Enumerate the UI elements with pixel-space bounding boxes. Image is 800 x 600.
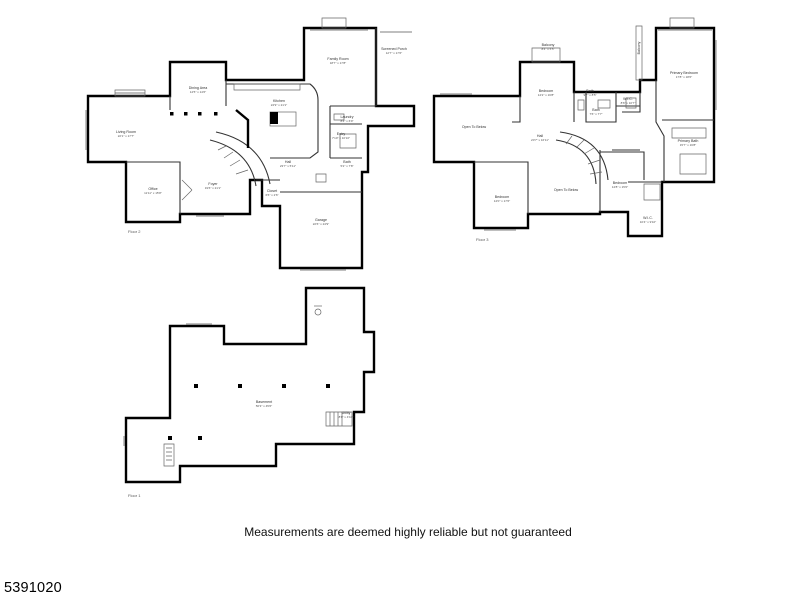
room-label: Hall (537, 134, 543, 138)
room-dims: 14'0" x 17'6" (494, 199, 510, 203)
room-dims: 22'1" x 17'7" (118, 134, 134, 138)
room-label: Dining Area (189, 86, 208, 90)
floor-label: Floor 3 (476, 237, 489, 242)
room-label: Kitchen (273, 99, 285, 103)
room-label: Open To Below (554, 188, 579, 192)
room-dims: 14'2" x 16'8" (538, 93, 554, 97)
room-label: W.I.C. (623, 97, 633, 101)
room-dims: 8'4" x 6'9" (340, 119, 353, 123)
room-dims: 7'6" x 7'7" (589, 112, 602, 116)
floor-label: Floor 2 (128, 229, 141, 234)
room-dims: 20'7" x 16'11" (531, 138, 549, 142)
room-label: Screened Porch (381, 47, 407, 51)
room-label: Bath (343, 160, 350, 164)
room-dims: 17'8" x 18'6" (676, 75, 692, 79)
room-dims: 9'7" x 8'5" (583, 93, 596, 97)
room-dims: 14'8" x 15'0" (612, 185, 628, 189)
room-label: Family Room (327, 57, 348, 61)
room-label: Closet (267, 189, 277, 193)
listing-number: 5391020 (4, 580, 62, 596)
room-label: Hall (285, 160, 291, 164)
room-label: Foyer (208, 182, 218, 186)
room-dims: 7'10" x 10'10" (332, 136, 350, 140)
room-dims: 56'3" x 45'6" (256, 404, 272, 408)
room-dims: 23'7" x 5'11" (280, 164, 296, 168)
floor-label: Floor 1 (128, 493, 141, 498)
room-label: Balcony (542, 43, 555, 47)
room-label: Balcony (637, 41, 641, 54)
room-label: Living Room (116, 130, 136, 134)
room-dims: 8'4" x 5'5" (541, 47, 554, 51)
room-label: Bedroom (495, 195, 510, 199)
room-dims: 10'4" x 9'10" (640, 220, 656, 224)
room-label: Bath (586, 89, 593, 93)
room-label: Bedroom (613, 181, 628, 185)
room-label: Office (148, 187, 157, 191)
floor-plan-floor-3: Balcony 8'4" x 5'5" Bedroom 14'2" x 16'8… (432, 17, 717, 242)
room-dims: 14'5" x 14'6" (190, 90, 206, 94)
room-dims: 12'7" x 17'6" (386, 51, 402, 55)
room-dims: 15'7" x 16'8" (680, 143, 696, 147)
room-dims: 8'6" x 10'7" (621, 101, 636, 105)
room-label: Utility (342, 411, 351, 415)
room-label: Bedroom (539, 89, 554, 93)
room-label: Laundry (341, 115, 354, 119)
room-label: W.I.C. (643, 216, 653, 220)
room-label: Primary Bedroom (670, 71, 698, 75)
room-dims: 6'6" x 2'6" (265, 193, 278, 197)
room-dims: 22'6" x 24'9" (313, 222, 329, 226)
room-dims: 5'2" x 7'8" (340, 164, 353, 168)
room-dims: 18'7" x 17'8" (330, 61, 346, 65)
room-dims: 19'6" x 21'1" (205, 186, 221, 190)
disclaimer-text: Measurements are deemed highly reliable … (244, 525, 572, 539)
floor-plan-floor-2: Living Room 22'1" x 17'7" Dining Area 14… (85, 17, 416, 271)
room-label: Bath (592, 108, 599, 112)
room-dims: 8'8" x 4'10" (339, 415, 354, 419)
room-label: Basement (256, 400, 272, 404)
room-label: Primary Bath (678, 139, 699, 143)
room-label: Open To Below (462, 125, 487, 129)
floor-plan-floor-1: Basement 56'3" x 45'6" Utility 8'8" x 4'… (123, 286, 376, 498)
room-dims: 24'9" x 21'1" (271, 103, 287, 107)
room-dims: 11'11" x 15'8" (144, 191, 162, 195)
room-label: Entry (337, 132, 346, 136)
room-label: Garage (315, 218, 327, 222)
